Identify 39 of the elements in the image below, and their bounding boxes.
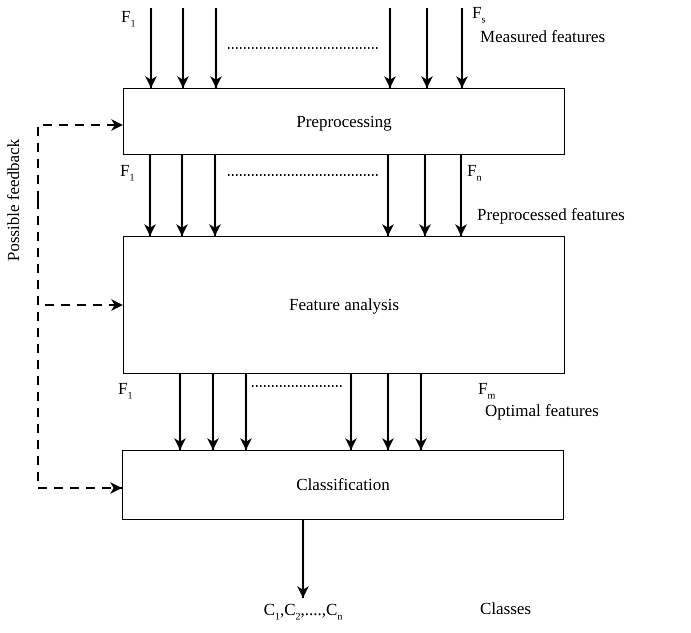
feature-label: F$_{n}$ xyxy=(467,162,482,184)
box-label: Preprocessing xyxy=(296,112,392,132)
arrow xyxy=(240,374,252,450)
output-label: C$_{1}$,C$_{2}$,....,C$_{n}$ xyxy=(264,600,342,622)
arrow xyxy=(297,520,309,598)
feature-label: F$_{1}$ xyxy=(120,162,134,184)
stage-label: Classes xyxy=(480,600,531,617)
process-box xyxy=(123,236,565,374)
arrow xyxy=(207,374,219,450)
arrow xyxy=(209,155,221,236)
stage-label: Preprocessed features xyxy=(477,206,625,223)
arrow xyxy=(174,374,186,450)
arrow xyxy=(177,8,189,88)
arrow xyxy=(415,374,427,450)
stage-label: Optimal features xyxy=(485,402,599,419)
arrow xyxy=(384,8,396,88)
feature-label: F$_{1}$ xyxy=(121,8,136,30)
feedback-arrow xyxy=(37,119,123,200)
arrow xyxy=(455,155,467,236)
feature-label: F$_{1}$ xyxy=(118,380,132,402)
arrow xyxy=(345,374,357,450)
box-label: Classification xyxy=(296,475,390,495)
feature-label: F$_{s}$ xyxy=(472,4,486,26)
arrow xyxy=(144,155,156,236)
box-label: Feature analysis xyxy=(289,295,399,315)
arrow xyxy=(145,8,157,88)
arrow xyxy=(176,155,188,236)
arrow xyxy=(382,155,394,236)
process-box xyxy=(123,88,565,155)
arrow xyxy=(210,8,222,88)
feature-label: F$_{m}$ xyxy=(478,380,496,402)
feedback-arrow xyxy=(37,200,122,494)
arrow xyxy=(456,8,468,88)
arrow xyxy=(382,374,394,450)
process-box xyxy=(122,450,564,520)
feedback-label: Possible feedback xyxy=(4,138,24,262)
arrow xyxy=(421,8,433,88)
arrow xyxy=(419,155,431,236)
stage-label: Measured features xyxy=(480,28,606,45)
